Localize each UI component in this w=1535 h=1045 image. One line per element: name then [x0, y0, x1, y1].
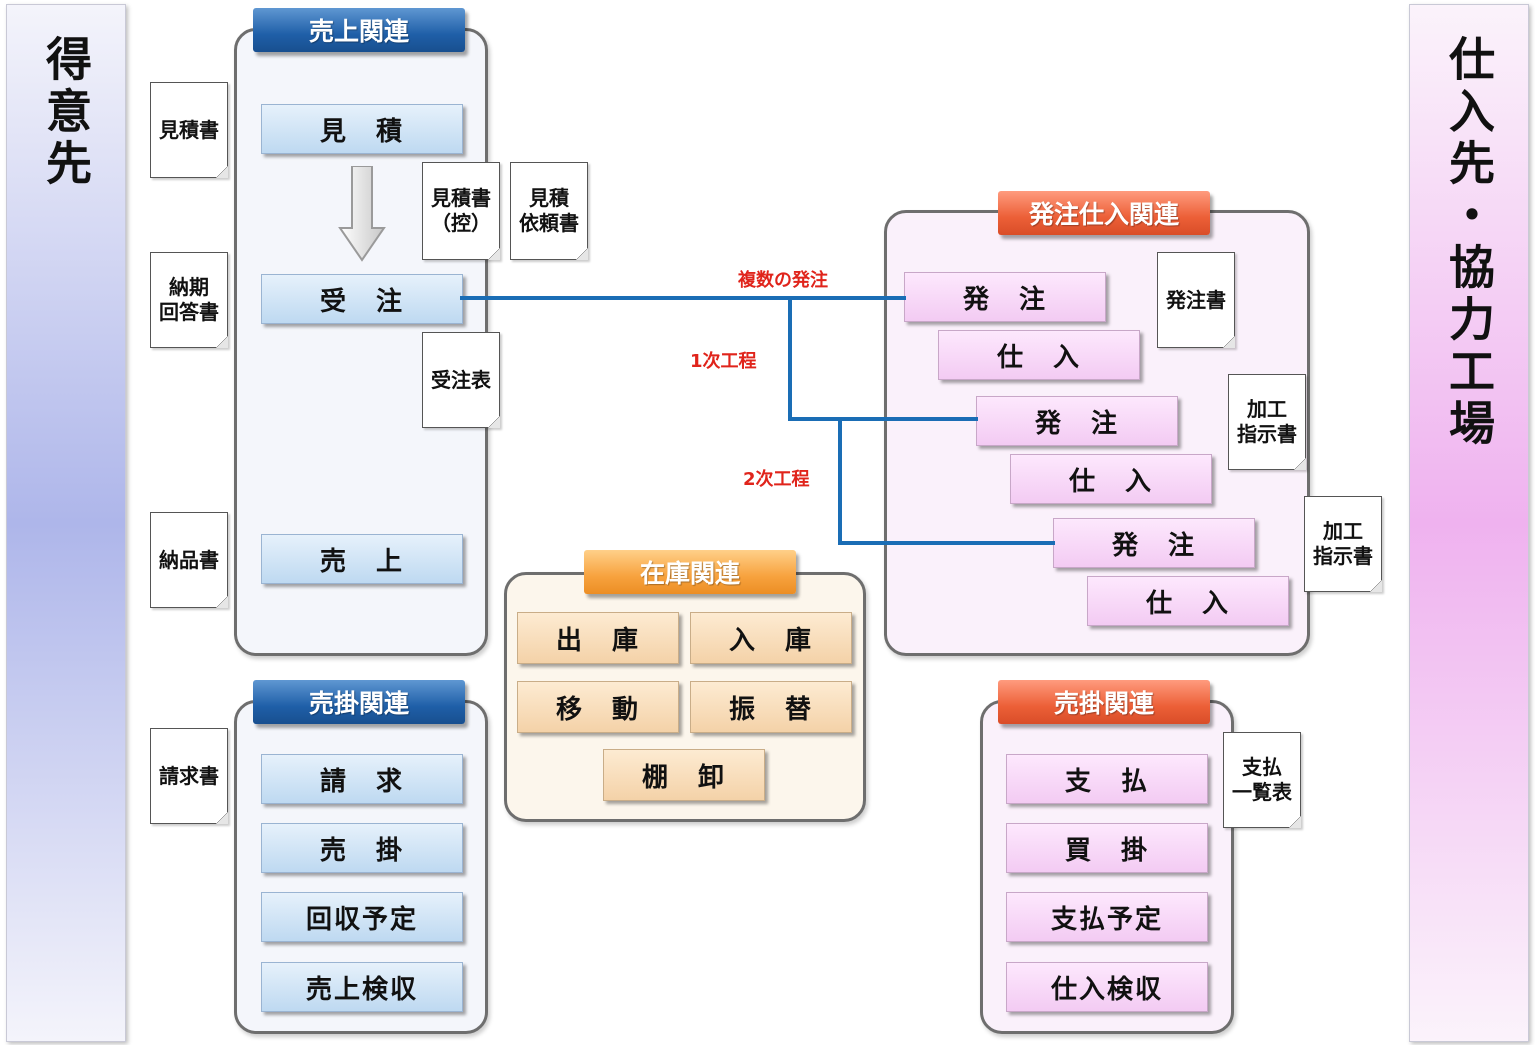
supplier-panel: 仕入先・協力工場 — [1409, 4, 1529, 1042]
purchase-tab: 発注仕入関連 — [998, 191, 1210, 235]
order-received-button[interactable]: 受 注 — [261, 274, 463, 324]
receivable-tab: 売掛関連 — [253, 680, 465, 724]
estimate-request-doc: 見積 依頼書 — [510, 162, 588, 260]
payment-schedule-button[interactable]: 支払予定 — [1006, 892, 1208, 942]
purchase-button-1[interactable]: 仕 入 — [938, 330, 1140, 380]
estimate-doc: 見積書 — [150, 82, 228, 178]
process-instruction-doc-1: 加工 指示書 — [1228, 374, 1306, 470]
connector-v2 — [838, 417, 842, 545]
down-arrow-icon — [338, 166, 386, 262]
shipping-out-button[interactable]: 出 庫 — [517, 612, 679, 664]
invoice-doc: 請求書 — [150, 728, 228, 824]
order-button-1[interactable]: 発 注 — [904, 272, 1106, 322]
order-button-2[interactable]: 発 注 — [976, 396, 1178, 446]
order-form-doc: 発注書 — [1157, 252, 1235, 348]
purchase-button-2[interactable]: 仕 入 — [1010, 454, 1212, 504]
accounts-payable-button[interactable]: 買 掛 — [1006, 823, 1208, 873]
accounts-receivable-button[interactable]: 売 掛 — [261, 823, 463, 873]
estimate-button[interactable]: 見 積 — [261, 104, 463, 154]
order-button-3[interactable]: 発 注 — [1053, 518, 1255, 568]
delivery-note-doc: 納品書 — [150, 512, 228, 608]
customer-panel: 得意先 — [6, 4, 126, 1042]
customer-title: 得意先 — [39, 35, 93, 191]
connector-h2 — [838, 541, 1055, 545]
purchase-inspection-button[interactable]: 仕入検収 — [1006, 962, 1208, 1012]
multiple-orders-label: 複数の発注 — [738, 270, 828, 291]
connector-v1 — [788, 296, 792, 421]
sales-tab: 売上関連 — [253, 8, 465, 52]
transfer-button[interactable]: 移 動 — [517, 681, 679, 733]
delivery-answer-doc: 納期 回答書 — [150, 252, 228, 348]
stocktaking-button[interactable]: 棚 卸 — [603, 749, 765, 801]
second-process-label: 2次工程 — [743, 469, 810, 490]
payable-tab: 売掛関連 — [998, 680, 1210, 724]
stock-in-button[interactable]: 入 庫 — [690, 612, 852, 664]
supplier-title: 仕入先・協力工場 — [1442, 35, 1496, 451]
billing-button[interactable]: 請 求 — [261, 754, 463, 804]
first-process-label: 1次工程 — [690, 351, 757, 372]
payment-list-doc: 支払 一覧表 — [1223, 732, 1301, 828]
sales-button[interactable]: 売 上 — [261, 534, 463, 584]
connector-h1 — [788, 417, 978, 421]
switch-button[interactable]: 振 替 — [690, 681, 852, 733]
process-instruction-doc-2: 加工 指示書 — [1304, 496, 1382, 592]
connector-main — [460, 296, 906, 300]
inventory-tab: 在庫関連 — [584, 550, 796, 594]
collection-schedule-button[interactable]: 回収予定 — [261, 892, 463, 942]
estimate-copy-doc: 見積書 （控） — [422, 162, 500, 260]
purchase-button-3[interactable]: 仕 入 — [1087, 576, 1289, 626]
payment-button[interactable]: 支 払 — [1006, 754, 1208, 804]
order-sheet-doc: 受注表 — [422, 332, 500, 428]
sales-inspection-button[interactable]: 売上検収 — [261, 962, 463, 1012]
